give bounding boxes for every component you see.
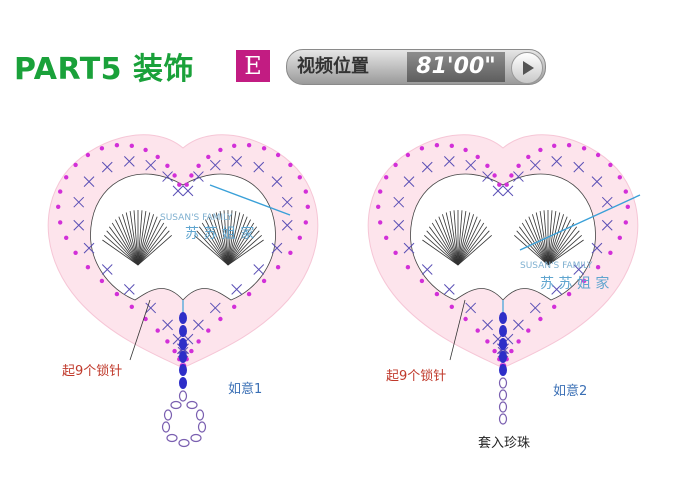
heart-right [367,134,641,425]
heart-left-fan-stitches [102,210,264,266]
watermark-right-en: SUSAN'S FAMILY [520,261,593,271]
heart-left-chain [161,300,207,448]
left-variant-label: 如意1 [228,382,263,397]
watermark-left-cn: 苏 苏 姐 家 [185,225,254,242]
left-start-label: 起9个锁针 [62,364,123,379]
right-start-label: 起9个锁针 [386,369,447,384]
part-badge: E [236,50,270,82]
heart-left-arrow [209,184,291,216]
watermark-right-cn: 苏 苏 姐 家 [540,275,609,292]
video-position-bar: 视频位置 81'00" [286,49,546,85]
heart-right-start-line [449,299,466,361]
right-bead-label: 套入珍珠 [478,436,531,451]
heart-right-fan-stitches [422,210,584,266]
heart-right-arrow [519,194,641,251]
heart-left-start-line [129,299,151,361]
watermark-left-en: SUSAN'S FAMILY [160,213,233,223]
heart-left [47,134,319,448]
heart-right-dots [376,143,630,373]
heart-right-chain [498,300,508,425]
page-title: PART5 装饰 [14,52,194,87]
play-icon[interactable] [511,52,543,84]
video-position-label: 视频位置 [297,56,369,77]
header: PART5 装饰 E 视频位置 81'00" [0,0,699,100]
video-time: 81'00" [407,52,505,82]
right-variant-label: 如意2 [553,384,588,399]
